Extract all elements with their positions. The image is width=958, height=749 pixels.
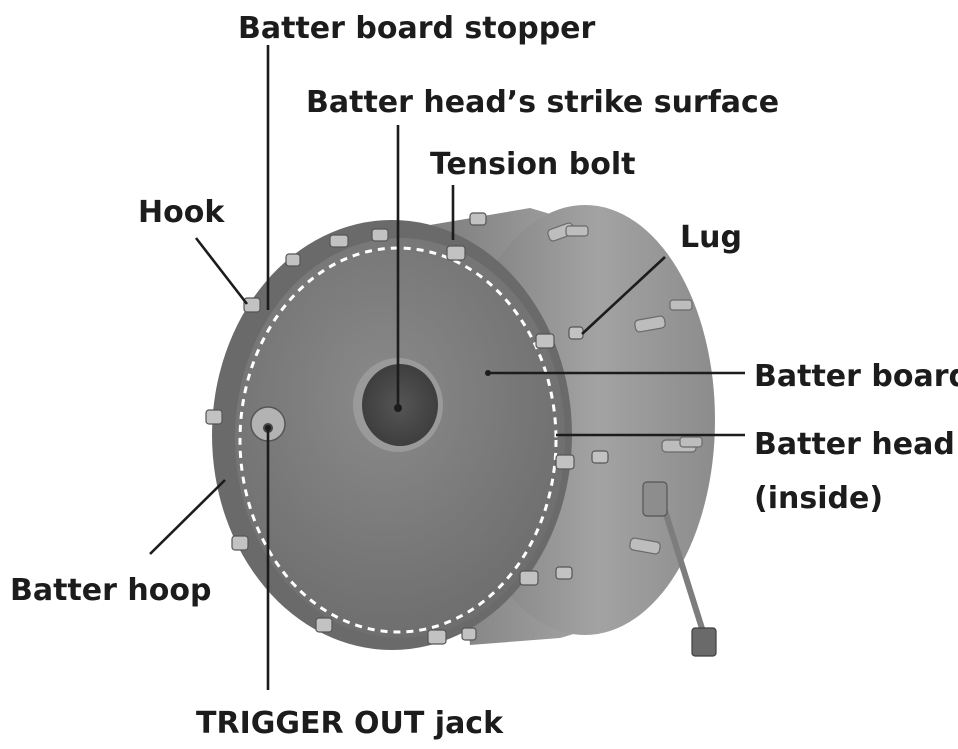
leader-dots (265, 370, 491, 431)
leader-hook (194, 237, 249, 305)
label-lug: Lug (680, 220, 742, 255)
shell-lugs (547, 222, 703, 555)
label-batter-head-inside: (inside) (754, 481, 883, 516)
label-trigger-out-jack: TRIGGER OUT jack (196, 706, 504, 741)
label-batter-hoop: Batter hoop (10, 573, 211, 608)
leader-lug (581, 256, 666, 335)
label-tension-bolt: Tension bolt (430, 147, 635, 182)
label-hook: Hook (138, 195, 225, 230)
label-strike-surface: Batter head’s strike surface (306, 85, 779, 120)
label-batter-head: Batter head (754, 427, 955, 462)
leader-lines (149, 45, 745, 690)
strike-surface-outline (238, 246, 558, 634)
label-batter-board-stopper: Batter board stopper (238, 11, 596, 46)
label-batter-board: Batter board (754, 359, 958, 394)
leader-batter-hoop (149, 479, 226, 555)
drum-leg (642, 481, 717, 657)
